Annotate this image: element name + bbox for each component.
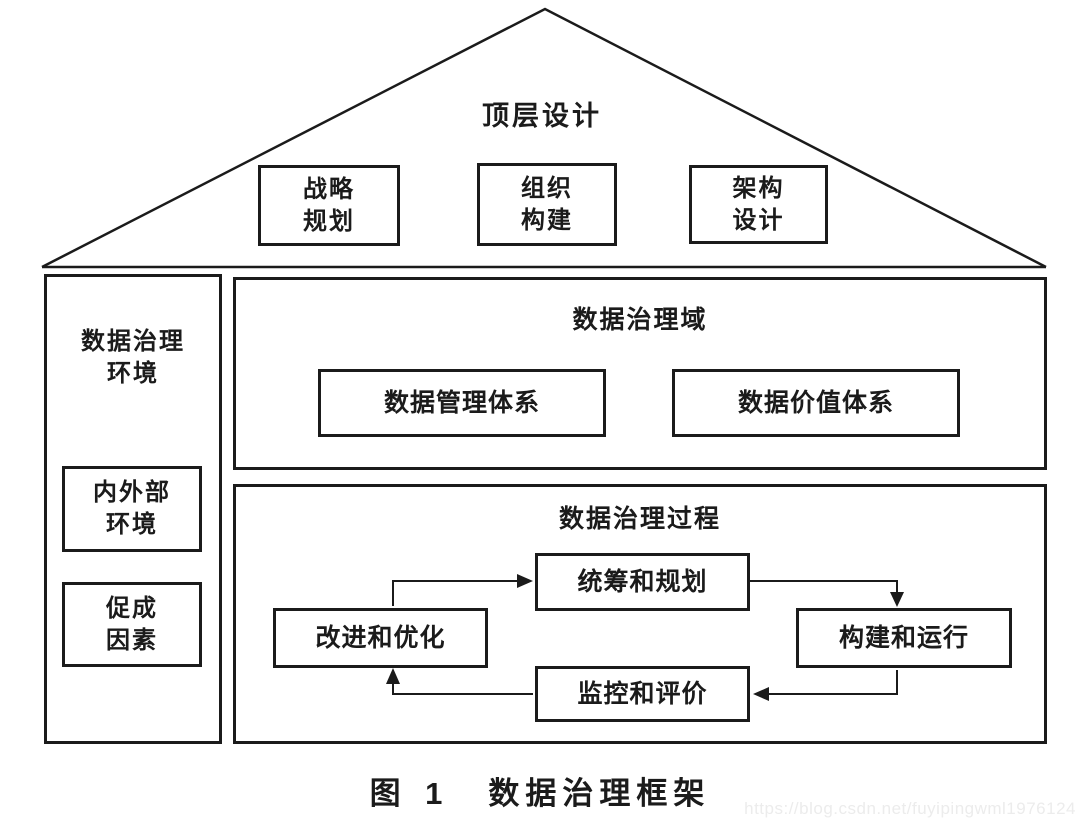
domain-title: 数据治理域 xyxy=(572,307,708,334)
domain-panel xyxy=(233,277,1047,470)
process-panel xyxy=(233,484,1047,744)
arrowhead-down-icon xyxy=(890,592,904,607)
strategic-planning-line1: 战略 xyxy=(303,176,355,203)
arrowhead-left-icon xyxy=(753,687,769,701)
environment-box-enabling-factors: 促成 因素 xyxy=(62,582,202,667)
environment-panel xyxy=(44,274,222,744)
data-management-system-label: 数据管理体系 xyxy=(383,389,540,417)
arrow-improve-to-plan-icon xyxy=(392,580,518,606)
process-box-monitor-and-evaluate: 监控和评价 xyxy=(535,666,750,722)
data-value-system-label: 数据价值体系 xyxy=(737,389,894,417)
figure-number: 图 1 xyxy=(369,776,451,811)
domain-box-data-value-system: 数据价值体系 xyxy=(672,369,960,437)
roof-title: 顶层设计 xyxy=(482,101,602,131)
build-and-run-label: 构建和运行 xyxy=(838,624,969,652)
roof-box-organization-building: 组织 构建 xyxy=(477,163,617,246)
architecture-design-line2: 设计 xyxy=(732,207,785,234)
environment-title-line2: 环境 xyxy=(107,361,159,387)
environment-title: 数据治理 环境 xyxy=(44,326,222,390)
monitor-and-evaluate-label: 监控和评价 xyxy=(577,680,708,708)
roof-outline-icon xyxy=(41,7,1047,269)
improve-and-optimize-label: 改进和优化 xyxy=(315,624,446,652)
arrow-build-to-monitor-icon xyxy=(768,670,898,695)
figure-caption: 图 1 数据治理框架 xyxy=(0,768,1080,813)
arrow-monitor-to-improve-icon xyxy=(392,683,533,695)
enabling-factors-line1: 促成 xyxy=(106,595,158,622)
process-box-overall-planning: 统筹和规划 xyxy=(535,553,750,611)
arrow-plan-to-build-icon xyxy=(750,580,898,593)
process-box-improve-and-optimize: 改进和优化 xyxy=(273,608,488,668)
process-title: 数据治理过程 xyxy=(558,506,721,533)
environment-title-line1: 数据治理 xyxy=(81,329,185,355)
watermark: https://blog.csdn.net/fuyipingwml1976124 xyxy=(744,799,1076,818)
environment-box-internal-external: 内外部 环境 xyxy=(62,466,202,552)
arrowhead-up-icon xyxy=(386,668,400,684)
arrowhead-right-icon xyxy=(517,574,533,588)
internal-external-line1: 内外部 xyxy=(93,480,171,506)
architecture-design-line1: 架构 xyxy=(732,175,785,202)
strategic-planning-line2: 规划 xyxy=(303,208,355,235)
overall-planning-label: 统筹和规划 xyxy=(577,568,708,596)
process-cycle-arrowheads xyxy=(386,574,904,701)
process-cycle-arrows xyxy=(392,580,898,695)
process-box-build-and-run: 构建和运行 xyxy=(796,608,1012,668)
roof-box-architecture-design: 架构 设计 xyxy=(689,165,828,244)
roof-box-strategic-planning: 战略 规划 xyxy=(258,165,400,246)
organization-building-line2: 构建 xyxy=(521,207,573,234)
domain-box-data-management-system: 数据管理体系 xyxy=(318,369,606,437)
figure-title: 数据治理框架 xyxy=(488,776,711,811)
enabling-factors-line2: 因素 xyxy=(106,627,158,654)
organization-building-line1: 组织 xyxy=(521,175,573,202)
internal-external-line2: 环境 xyxy=(106,512,158,538)
